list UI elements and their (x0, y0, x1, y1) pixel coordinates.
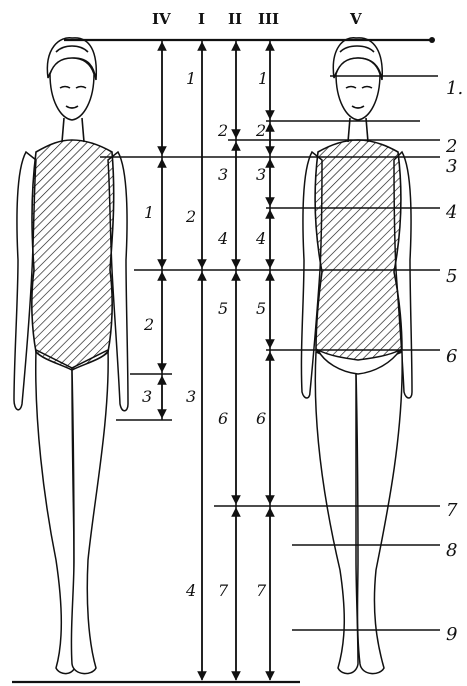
column-iii-label: III (258, 10, 279, 28)
iii-seg-2: 2 (255, 121, 266, 140)
i-seg-1: 1 (186, 69, 196, 88)
i-seg-3: 3 (186, 387, 196, 406)
ii-seg-3: 3 (218, 165, 228, 184)
iii-seg-7: 7 (256, 581, 267, 600)
iii-seg-1: 1 (258, 69, 268, 88)
iv-seg-1: 1 (144, 203, 154, 222)
right-label-3: 3 (446, 156, 457, 177)
ii-seg-5: 5 (218, 299, 228, 318)
column-v-label: V (349, 10, 362, 28)
column-i-label: I (198, 10, 205, 28)
right-label-4: 4 (445, 202, 457, 223)
iii-seg-5: 5 (256, 299, 266, 318)
right-label-1: 1. (446, 78, 463, 99)
i-seg-4: 4 (185, 581, 196, 600)
right-label-8: 8 (446, 540, 457, 561)
iii-seg-6: 6 (256, 409, 266, 428)
ii-seg-6: 6 (218, 409, 228, 428)
right-figure (301, 38, 412, 674)
right-label-9: 9 (446, 624, 457, 645)
right-label-6: 6 (446, 346, 457, 367)
right-label-2: 2 (445, 136, 457, 157)
iii-seg-3: 3 (256, 165, 266, 184)
iv-seg-2: 2 (143, 315, 154, 334)
ii-seg-7: 7 (218, 581, 229, 600)
i-seg-2: 2 (185, 207, 196, 226)
ii-seg-2: 2 (217, 121, 228, 140)
ii-seg-4: 4 (217, 229, 228, 248)
left-figure (14, 38, 128, 674)
right-label-5: 5 (446, 266, 457, 287)
right-label-7: 7 (446, 500, 458, 521)
column-iv-label: IV (152, 10, 171, 28)
iii-seg-4: 4 (255, 229, 266, 248)
iv-seg-3: 3 (142, 387, 152, 406)
column-ii-label: II (228, 10, 242, 28)
